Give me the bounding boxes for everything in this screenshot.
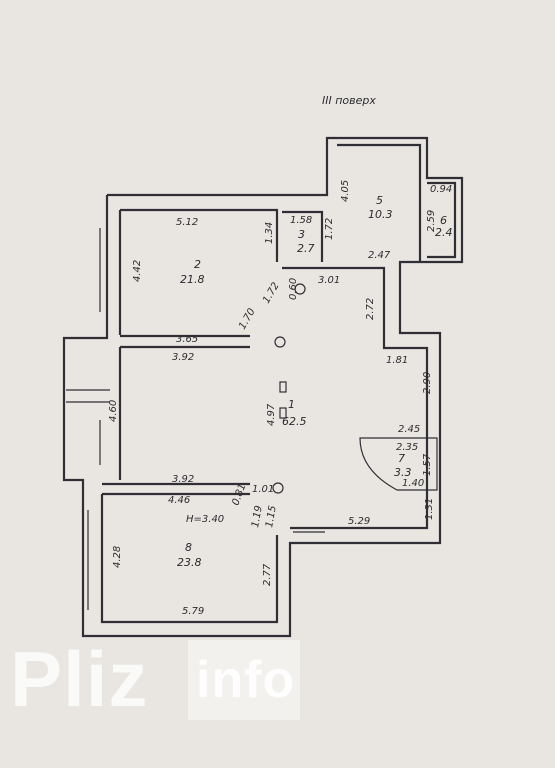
dimension-label: 4.28 bbox=[112, 546, 123, 568]
dimension-label: 0.94 bbox=[430, 184, 452, 195]
room-8-number: 8 bbox=[185, 541, 192, 554]
dimension-label: 3.65 bbox=[176, 334, 198, 345]
dimension-label: 2.59 bbox=[426, 210, 437, 232]
dimension-label: 2.72 bbox=[365, 298, 376, 320]
dimension-label: 2.45 bbox=[398, 424, 420, 435]
dimension-label: 1.72 bbox=[261, 281, 282, 306]
dimension-label: 2.90 bbox=[422, 372, 433, 394]
dimension-label: 1.15 bbox=[264, 505, 279, 529]
watermark-box bbox=[188, 640, 300, 720]
dimension-label: 1.01 bbox=[252, 484, 274, 495]
room-8-area: 23.8 bbox=[177, 556, 202, 569]
room-2-area: 21.8 bbox=[180, 273, 205, 286]
dimension-label: 1.31 bbox=[424, 498, 435, 520]
room-2-number: 2 bbox=[194, 258, 201, 271]
watermark: Pliz info bbox=[10, 636, 300, 722]
dimension-label: 1.57 bbox=[422, 453, 433, 476]
watermark-text-pliz: Pliz bbox=[10, 635, 149, 723]
room-6-number: 6 bbox=[440, 214, 447, 227]
room-1-area: 62.5 bbox=[282, 415, 307, 428]
dimension-label: 1.19 bbox=[250, 505, 265, 529]
ceiling-height-note: H=3.40 bbox=[186, 514, 224, 525]
room-1-number: 1 bbox=[288, 398, 295, 411]
dimension-label: 3.92 bbox=[172, 352, 194, 363]
dimension-labels: 5.12 4.42 3.65 3.92 1.34 1.58 1.72 4.05 … bbox=[108, 180, 452, 617]
dimension-label: 5.12 bbox=[176, 217, 198, 228]
dimension-label: 5.79 bbox=[182, 606, 204, 617]
room-7-number: 7 bbox=[398, 452, 405, 465]
room-5-number: 5 bbox=[376, 194, 383, 207]
dimension-label: 3.01 bbox=[318, 275, 340, 286]
room-labels: 2 21.8 3 2.7 5 10.3 6 2.4 1 62.5 7 3.3 8… bbox=[177, 194, 453, 569]
dimension-label: 4.46 bbox=[168, 495, 190, 506]
walls bbox=[62, 136, 464, 638]
dimension-label: 4.05 bbox=[340, 180, 351, 202]
dimension-label: 1.81 bbox=[386, 355, 408, 366]
room-3-number: 3 bbox=[298, 228, 305, 241]
dimension-label: 1.40 bbox=[402, 478, 424, 489]
dimension-label: 2.77 bbox=[262, 563, 273, 586]
dimension-label: 4.42 bbox=[132, 260, 143, 282]
room-7-area: 3.3 bbox=[394, 466, 412, 479]
dimension-label: 3.92 bbox=[172, 474, 194, 485]
dimension-label: 1.70 bbox=[237, 307, 258, 332]
dimension-label: 2.47 bbox=[368, 250, 391, 261]
dimension-label: 1.72 bbox=[324, 218, 335, 240]
floor-label: III поверх bbox=[322, 94, 376, 107]
dimension-label: 4.60 bbox=[108, 400, 119, 422]
dimension-label: 1.34 bbox=[264, 222, 275, 244]
dimension-label: 5.29 bbox=[348, 516, 370, 527]
room-6-area: 2.4 bbox=[435, 226, 453, 239]
dimension-label: 4.97 bbox=[266, 403, 277, 426]
dimension-label: 1.58 bbox=[290, 215, 312, 226]
room-3-area: 2.7 bbox=[297, 242, 315, 255]
watermark-text-info: info bbox=[196, 651, 296, 709]
room-5-area: 10.3 bbox=[368, 208, 393, 221]
dimension-label: 0.60 bbox=[288, 278, 299, 300]
dimension-label: 2.35 bbox=[396, 442, 418, 453]
